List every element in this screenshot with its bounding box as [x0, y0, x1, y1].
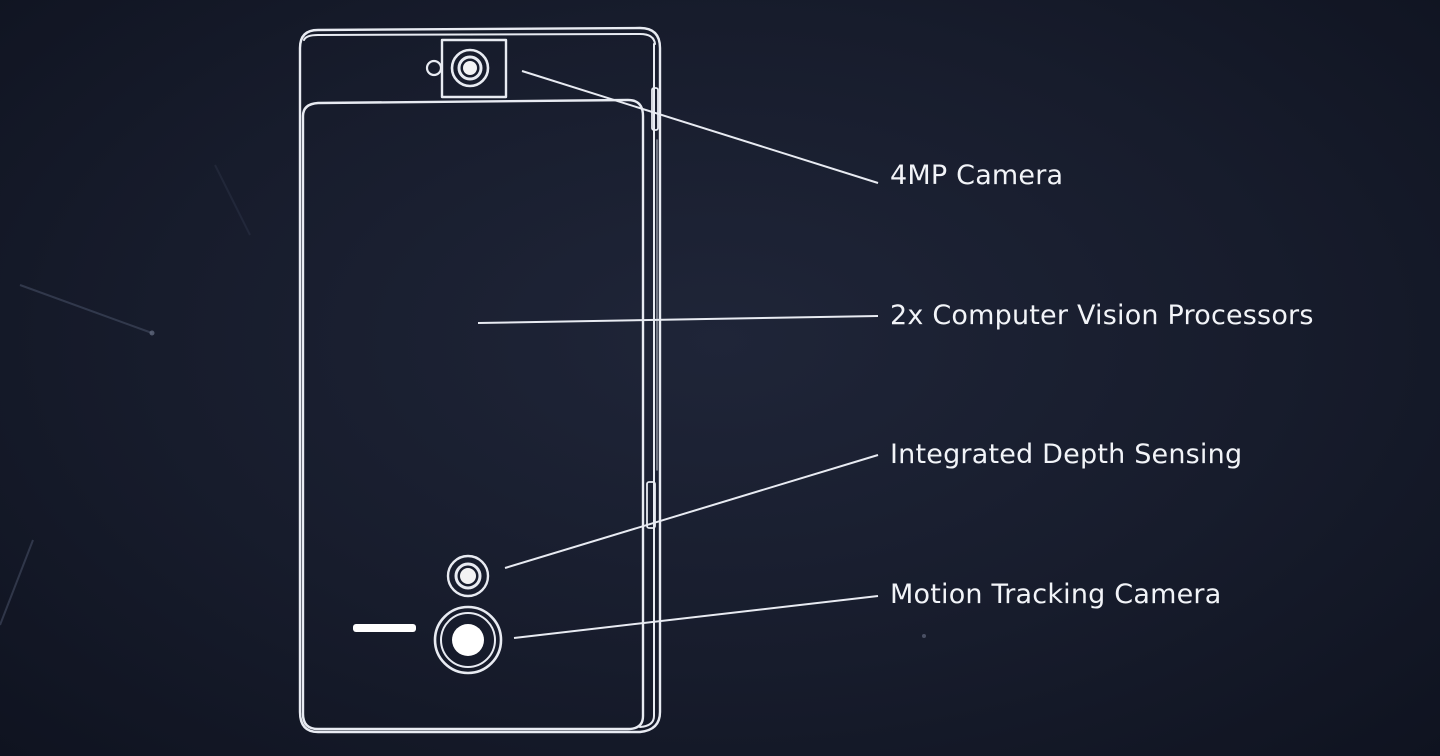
phone-top-rim [303, 33, 656, 45]
side-button-top [651, 87, 659, 131]
depth-sensor-outer [446, 554, 490, 598]
phone-front-panel [301, 98, 645, 731]
callout-motion-tracking: Motion Tracking Camera [890, 579, 1222, 610]
decor-line-dash [214, 164, 251, 236]
callout-4mp-camera: 4MP Camera [890, 160, 1064, 191]
leader-lines [477, 70, 879, 639]
depth-sensor-core [460, 568, 476, 584]
decor-line-left [19, 284, 153, 334]
leader-line-motion [513, 595, 879, 639]
motion-camera-lens [452, 624, 484, 656]
leader-line-processors [477, 315, 879, 324]
depth-sensor-inner [454, 562, 482, 590]
camera-flash-ring [425, 59, 443, 77]
camera-lens-inner [457, 55, 483, 81]
side-button-bottom [646, 481, 656, 529]
decor-dot [149, 330, 155, 336]
leader-line-camera [521, 70, 879, 184]
decor-dot [922, 634, 926, 638]
decor-line-bottom-left [0, 539, 34, 626]
camera-lens-outer [450, 48, 490, 88]
motion-camera-middle [440, 612, 496, 668]
callout-vision-processors: 2x Computer Vision Processors [890, 300, 1314, 331]
leader-line-depth [504, 454, 879, 569]
callout-depth-sensing: Integrated Depth Sensing [890, 439, 1243, 470]
phone-side-rim [639, 43, 655, 728]
camera-lens-core [463, 61, 477, 75]
phone-outline [298, 26, 662, 734]
background-decor [0, 164, 251, 626]
phone-back-shell [298, 26, 662, 734]
motion-camera-outer [433, 605, 503, 675]
speaker-bar [353, 624, 416, 632]
